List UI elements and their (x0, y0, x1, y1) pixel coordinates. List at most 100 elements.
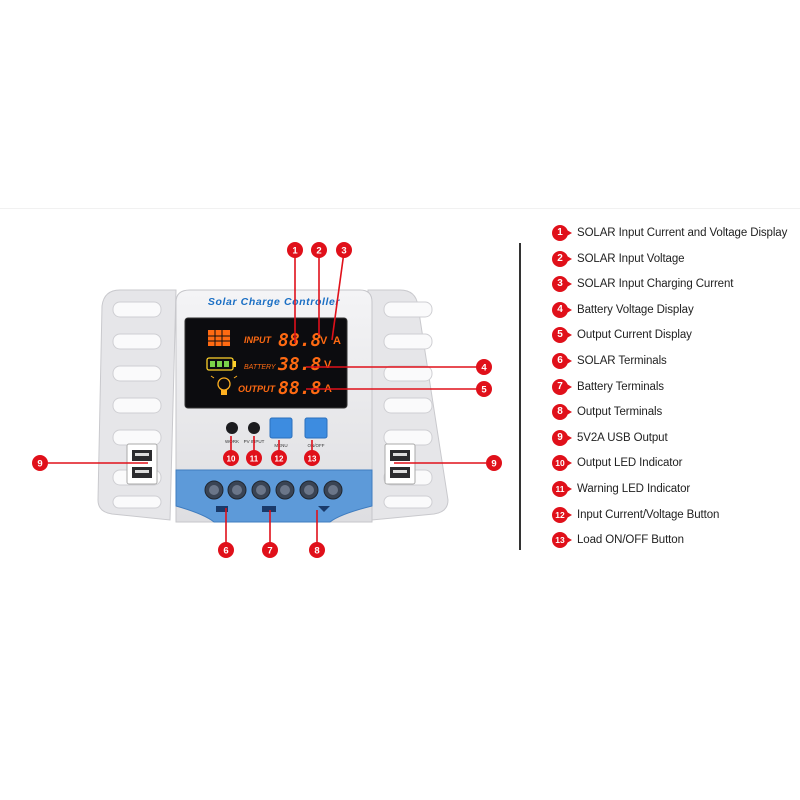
legend-number: 12 (552, 506, 568, 523)
terminal-block (175, 469, 373, 523)
lcd-screen: INPUT BATTERY OUTPUT 88.8 38.8 88.8 V A … (184, 317, 348, 409)
pin-marker-icon: 9 (552, 429, 572, 446)
solar-panel-icon (208, 330, 230, 346)
callout-number: 9 (37, 459, 42, 470)
callout-badge-7: 7 (262, 542, 278, 558)
pin-marker-icon: 11 (552, 481, 572, 497)
callout-badge-11: 11 (246, 450, 262, 466)
legend-label: Warning LED Indicator (577, 483, 691, 495)
legend-label: Load ON/OFF Button (577, 534, 684, 547)
callout-number: 11 (250, 455, 259, 464)
legend-number: 3 (552, 276, 568, 293)
legend-label: SOLAR Input Current and Voltage Display (577, 227, 788, 239)
legend-label: 5V2A USB Output (577, 431, 668, 444)
callout-badge-4: 4 (476, 359, 492, 375)
pin-marker-icon: 10 (552, 455, 572, 472)
callout-number: 12 (275, 455, 284, 464)
legend-item: 6 SOLAR Terminals (552, 350, 667, 372)
callout-number: 13 (308, 455, 317, 464)
legend-number: 8 (552, 404, 568, 421)
menu-button-label: MENU (274, 443, 287, 448)
work-led-label: WORK (225, 439, 239, 444)
legend-divider (519, 243, 521, 550)
screen-digits-battery: 38.8 (277, 354, 321, 375)
legend-item: 13 Load ON/OFF Button (552, 529, 684, 551)
work-led: WORK (225, 422, 239, 444)
legend-item: 1 SOLAR Input Current and Voltage Display (552, 222, 787, 244)
legend-label: SOLAR Terminals (577, 355, 667, 367)
usb-ports-left (126, 443, 158, 485)
callout-badge-6: 6 (218, 542, 234, 558)
screen-unit-battery: V (324, 359, 332, 371)
callout-badge-2: 2 (311, 242, 327, 258)
legend-label: Input Current/Voltage Button (577, 508, 720, 521)
legend-label: SOLAR Input Charging Current (577, 278, 734, 291)
callout-number: 1 (292, 246, 298, 257)
terminal-symbols (216, 506, 330, 512)
legend-item: 2 SOLAR Input Voltage (552, 248, 685, 270)
legend-item: 5 Output Current Display (552, 324, 692, 346)
callout-number: 10 (227, 455, 236, 464)
on-off-button[interactable]: ON/OFF (304, 417, 328, 448)
callout-number: 8 (314, 546, 319, 557)
pin-marker-icon: 5 (552, 327, 572, 344)
left-housing (97, 289, 177, 521)
pin-marker-icon: 4 (552, 301, 572, 318)
legend-number: 9 (552, 429, 568, 446)
terminal-screws (204, 480, 343, 500)
pin-marker-icon: 13 (552, 532, 572, 549)
legend-number: 4 (552, 301, 568, 318)
screen-unit-volt-input: V (320, 335, 328, 347)
pin-marker-icon: 12 (552, 506, 572, 523)
legend-item: 10 Output LED Indicator (552, 452, 683, 474)
menu-button[interactable]: MENU (269, 417, 293, 448)
left-fins (112, 301, 162, 509)
right-housing (367, 289, 449, 521)
legend-item: 3 SOLAR Input Charging Current (552, 273, 733, 295)
legend-number: 5 (552, 327, 568, 344)
legend-number: 1 (552, 225, 568, 241)
legend-item: 11 Warning LED Indicator (552, 478, 690, 500)
legend-number: 7 (552, 378, 568, 395)
legend-label: Output LED Indicator (577, 457, 683, 470)
legend-item: 12 Input Current/Voltage Button (552, 504, 719, 526)
pin-marker-icon: 2 (552, 250, 572, 267)
screen-unit-amp-input: A (333, 335, 341, 347)
screen-label-battery: BATTERY (244, 364, 277, 371)
callout-badge-8: 8 (309, 542, 325, 558)
pin-marker-icon: 1 (552, 225, 572, 241)
legend-label: SOLAR Input Voltage (577, 252, 685, 265)
callout-badge-5: 5 (476, 381, 492, 397)
callout-number: 3 (341, 246, 346, 257)
callout-badge-13: 13 (304, 450, 320, 466)
bulb-icon (210, 375, 238, 395)
legend-item: 8 Output Terminals (552, 401, 662, 423)
pin-marker-icon: 8 (552, 404, 572, 421)
legend-item: 9 5V2A USB Output (552, 427, 668, 449)
screen-label-output: OUTPUT (238, 384, 277, 394)
callout-number: 2 (316, 246, 321, 257)
callout-number: 4 (481, 363, 487, 374)
usb-ports-right (384, 443, 416, 485)
callout-number: 9 (491, 459, 496, 470)
legend-item: 4 Battery Voltage Display (552, 299, 694, 321)
screen-label-input: INPUT (244, 335, 273, 345)
callout-badge-12: 12 (271, 450, 287, 466)
callout-badge-3: 3 (336, 242, 352, 258)
legend-label: Battery Voltage Display (577, 303, 694, 316)
top-divider-line (0, 208, 800, 209)
legend-label: Output Terminals (577, 406, 663, 419)
screen-digits-input: 88.8 (278, 330, 321, 351)
callout-number: 6 (223, 546, 228, 557)
callout-badge-9: 9 (486, 455, 502, 471)
callout-number: 7 (267, 546, 272, 557)
callout-badge-10: 10 (223, 450, 239, 466)
legend-number: 6 (552, 353, 568, 369)
screen-digits-output: 88.8 (278, 378, 321, 399)
legend-label: Output Current Display (577, 329, 692, 342)
callout-badge-1: 1 (287, 242, 303, 258)
battery-icon (206, 357, 236, 371)
